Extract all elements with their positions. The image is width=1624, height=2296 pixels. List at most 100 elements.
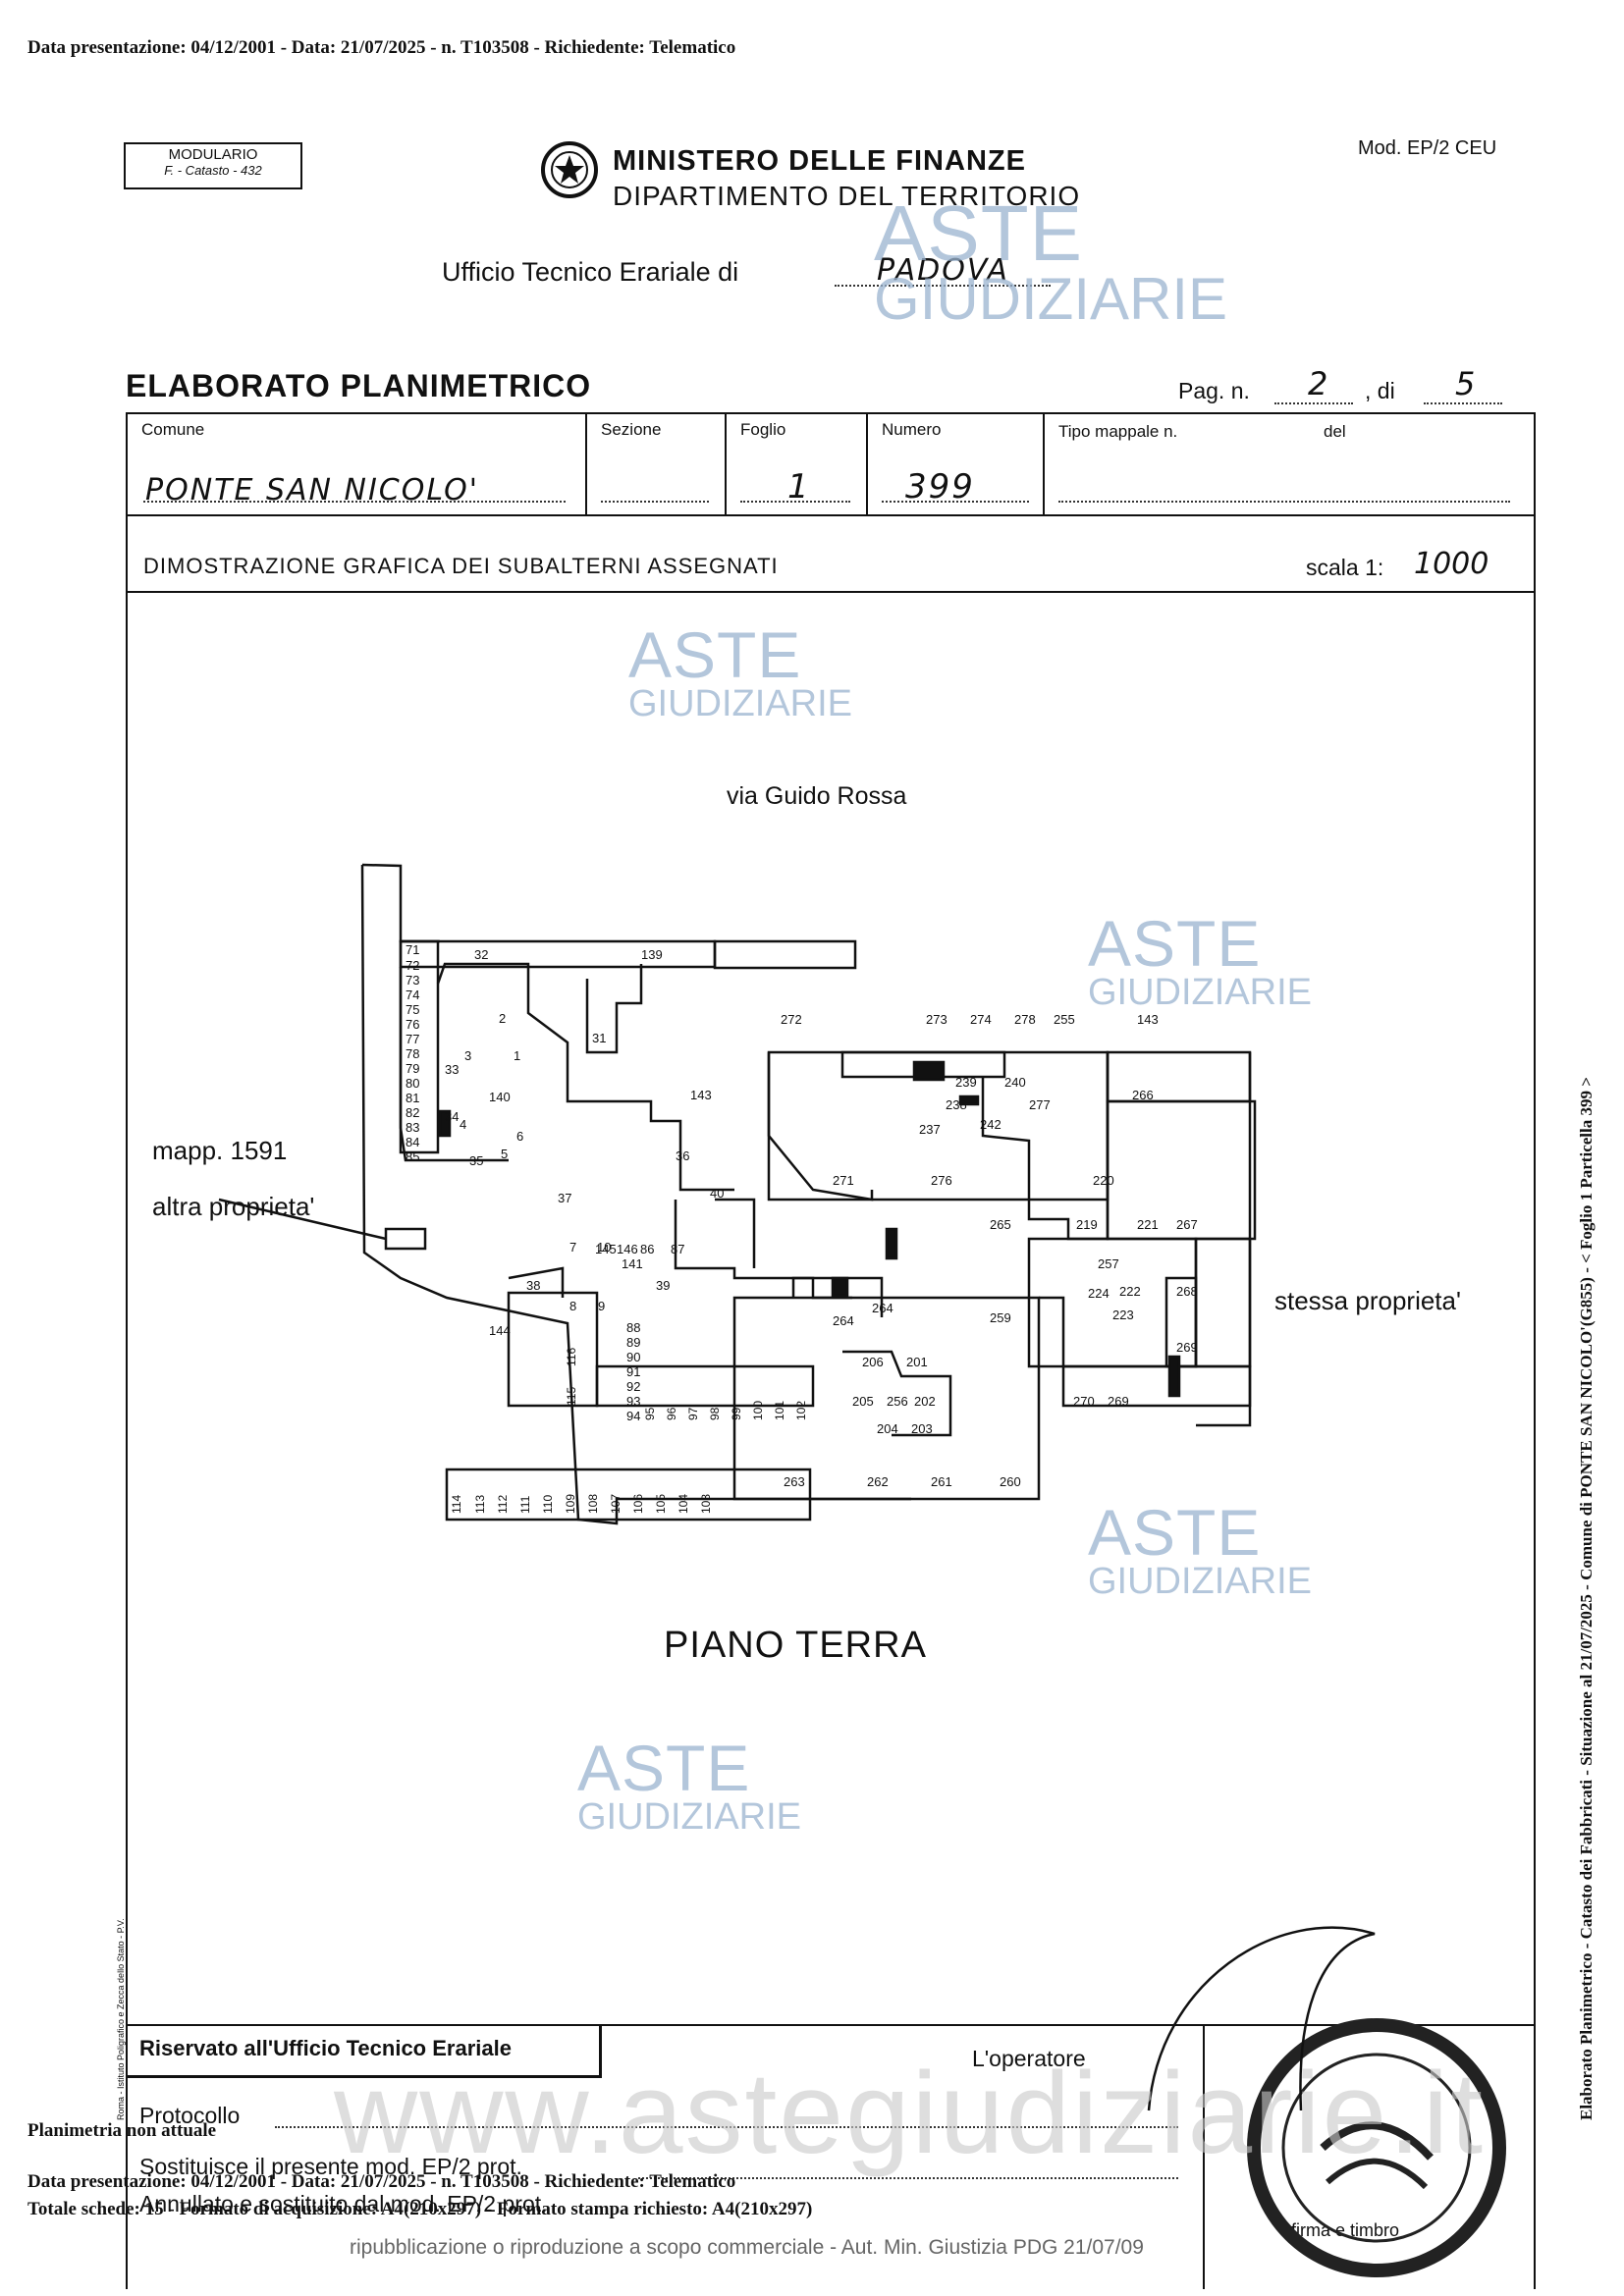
svg-text:268: 268 (1176, 1284, 1198, 1299)
annullato-label: Annullato e sostituito dal mod. EP/2 pro… (139, 2191, 548, 2216)
svg-text:113: 113 (473, 1495, 487, 1514)
svg-text:239: 239 (955, 1075, 977, 1090)
svg-text:38: 38 (526, 1278, 540, 1293)
svg-text:114: 114 (450, 1495, 463, 1514)
modulario-box: MODULARIO F. - Catasto - 432 (124, 142, 302, 189)
svg-text:90: 90 (626, 1350, 640, 1364)
svg-text:80: 80 (406, 1076, 419, 1091)
svg-text:91: 91 (626, 1364, 640, 1379)
ministry-name: MINISTERO DELLE FINANZE (613, 145, 1026, 177)
svg-text:269: 269 (1176, 1340, 1198, 1355)
svg-text:274: 274 (970, 1012, 992, 1027)
section-title: DIMOSTRAZIONE GRAFICA DEI SUBALTERNI ASS… (143, 554, 779, 578)
svg-text:85: 85 (406, 1149, 419, 1164)
svg-text:31: 31 (592, 1031, 606, 1045)
signature-label: firma e timbro (1291, 2220, 1400, 2240)
svg-text:276: 276 (931, 1173, 952, 1188)
svg-text:10: 10 (597, 1240, 611, 1255)
svg-text:35: 35 (469, 1153, 483, 1168)
svg-text:8: 8 (569, 1299, 576, 1313)
reserved-office-box: Riservato all'Ufficio Tecnico Erariale L… (126, 2024, 1536, 2289)
svg-text:204: 204 (877, 1421, 898, 1436)
svg-text:271: 271 (833, 1173, 854, 1188)
svg-text:4: 4 (460, 1117, 466, 1132)
side-cadastral-info: Elaborato Planimetrico - Catasto dei Fab… (1577, 1077, 1596, 2120)
svg-text:223: 223 (1112, 1308, 1134, 1322)
foglio-value: 1 (787, 467, 811, 507)
scale-label: scala 1: (1306, 555, 1384, 580)
svg-text:73: 73 (406, 973, 419, 988)
official-stamp-icon (1247, 2018, 1506, 2277)
svg-text:3: 3 (464, 1048, 471, 1063)
svg-text:105: 105 (654, 1494, 668, 1514)
svg-text:99: 99 (730, 1407, 743, 1420)
sostituisce-label: Sostituisce il presente mod. EP/2 prot. (139, 2154, 522, 2179)
svg-text:237: 237 (919, 1122, 941, 1137)
svg-text:78: 78 (406, 1046, 419, 1061)
svg-text:112: 112 (496, 1495, 510, 1514)
svg-text:264: 264 (833, 1313, 854, 1328)
svg-text:139: 139 (641, 947, 663, 962)
svg-text:106: 106 (631, 1494, 645, 1514)
svg-text:269: 269 (1108, 1394, 1129, 1409)
printer-note: Roma - Istituto Poligrafico e Zecca dell… (116, 1918, 126, 2120)
svg-text:6: 6 (516, 1129, 523, 1144)
svg-text:82: 82 (406, 1105, 419, 1120)
foglio-label: Foglio (740, 420, 786, 439)
svg-text:140: 140 (489, 1090, 511, 1104)
left-parcel-label: mapp. 1591 (152, 1136, 288, 1165)
svg-text:77: 77 (406, 1032, 419, 1046)
department-name: DIPARTIMENTO DEL TERRITORIO (613, 181, 1081, 211)
svg-text:265: 265 (990, 1217, 1011, 1232)
svg-text:79: 79 (406, 1061, 419, 1076)
svg-text:34: 34 (445, 1109, 459, 1124)
svg-text:32: 32 (474, 947, 488, 962)
svg-text:257: 257 (1098, 1256, 1119, 1271)
protocollo-label: Protocollo (139, 2103, 241, 2128)
svg-text:143: 143 (1137, 1012, 1159, 1027)
svg-text:219: 219 (1076, 1217, 1098, 1232)
svg-text:220: 220 (1093, 1173, 1114, 1188)
scale-value: 1000 (1414, 547, 1489, 581)
svg-text:103: 103 (699, 1494, 713, 1514)
svg-text:260: 260 (1000, 1474, 1021, 1489)
footer-submission-line: Data presentazione: 04/12/2001 - Data: 2… (27, 2171, 736, 2192)
svg-text:74: 74 (406, 988, 419, 1002)
svg-text:87: 87 (671, 1242, 684, 1256)
page-label: Pag. n. (1178, 378, 1250, 403)
svg-text:115: 115 (565, 1387, 578, 1406)
svg-text:81: 81 (406, 1091, 419, 1105)
model-code: Mod. EP/2 CEU (1358, 137, 1497, 159)
numero-value: 399 (905, 467, 975, 507)
svg-text:145: 145 (595, 1242, 617, 1256)
modulario-line1: MODULARIO (168, 146, 258, 163)
svg-text:267: 267 (1176, 1217, 1198, 1232)
office-value: PADOVA (877, 253, 1009, 288)
svg-text:256: 256 (887, 1394, 908, 1409)
tipo-mappale-label: Tipo mappale n. (1058, 422, 1178, 441)
svg-text:262: 262 (867, 1474, 889, 1489)
svg-text:202: 202 (914, 1394, 936, 1409)
svg-text:7: 7 (569, 1240, 576, 1255)
operator-label: L'operatore (972, 2046, 1086, 2071)
svg-text:110: 110 (541, 1495, 555, 1514)
svg-text:242: 242 (980, 1117, 1001, 1132)
svg-text:224: 224 (1088, 1286, 1110, 1301)
svg-text:146: 146 (617, 1242, 638, 1256)
right-owner-label: stessa proprieta' (1274, 1286, 1461, 1315)
numero-label: Numero (882, 420, 942, 439)
svg-text:97: 97 (686, 1407, 700, 1420)
svg-text:93: 93 (626, 1394, 640, 1409)
svg-text:36: 36 (676, 1148, 689, 1163)
svg-text:2: 2 (499, 1011, 506, 1026)
svg-text:84: 84 (406, 1135, 419, 1149)
svg-text:98: 98 (708, 1407, 722, 1420)
svg-text:94: 94 (626, 1409, 640, 1423)
page-of-label: , di (1365, 378, 1395, 403)
svg-text:108: 108 (586, 1494, 600, 1514)
svg-text:222: 222 (1119, 1284, 1141, 1299)
svg-text:263: 263 (784, 1474, 805, 1489)
